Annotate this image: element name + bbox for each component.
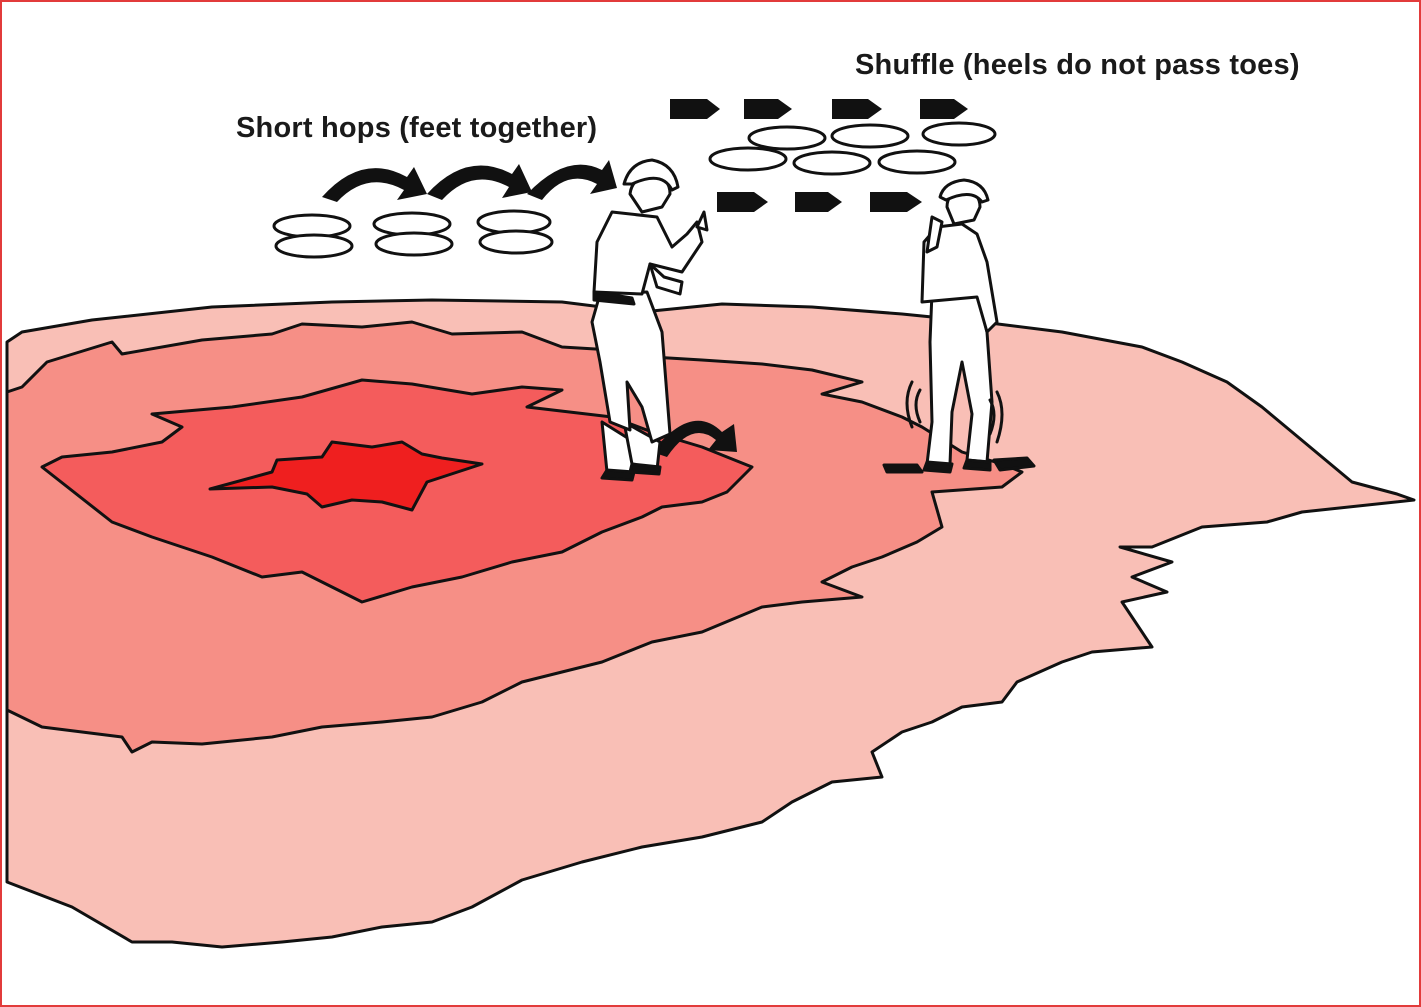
block-arrow-icon [744, 99, 792, 119]
block-arrow-icon [920, 99, 968, 119]
block-arrow-icon [795, 192, 842, 212]
footprint-icon [374, 213, 452, 255]
curved-arrow-icon [527, 160, 617, 200]
block-arrow-icon [832, 99, 882, 119]
shuffle-label: Shuffle (heels do not pass toes) [855, 49, 1300, 82]
block-arrow-icon [870, 192, 922, 212]
shuffle-footprints [710, 123, 995, 174]
footprint-icon [274, 215, 352, 257]
footprint-icon [749, 127, 825, 149]
footprint-icon [710, 148, 786, 170]
short-hops-label: Short hops (feet together) [236, 112, 597, 145]
block-arrow-icon [670, 99, 720, 119]
curved-arrow-icon [322, 167, 427, 202]
footprint-icon [832, 125, 908, 147]
curved-arrow-icon [427, 164, 532, 200]
footprint-icon [794, 152, 870, 174]
footprint-icon [478, 211, 552, 253]
footprint-icon [879, 151, 955, 173]
hop-footprints [274, 211, 552, 257]
footprint-icon [923, 123, 995, 145]
block-arrow-icon [717, 192, 768, 212]
